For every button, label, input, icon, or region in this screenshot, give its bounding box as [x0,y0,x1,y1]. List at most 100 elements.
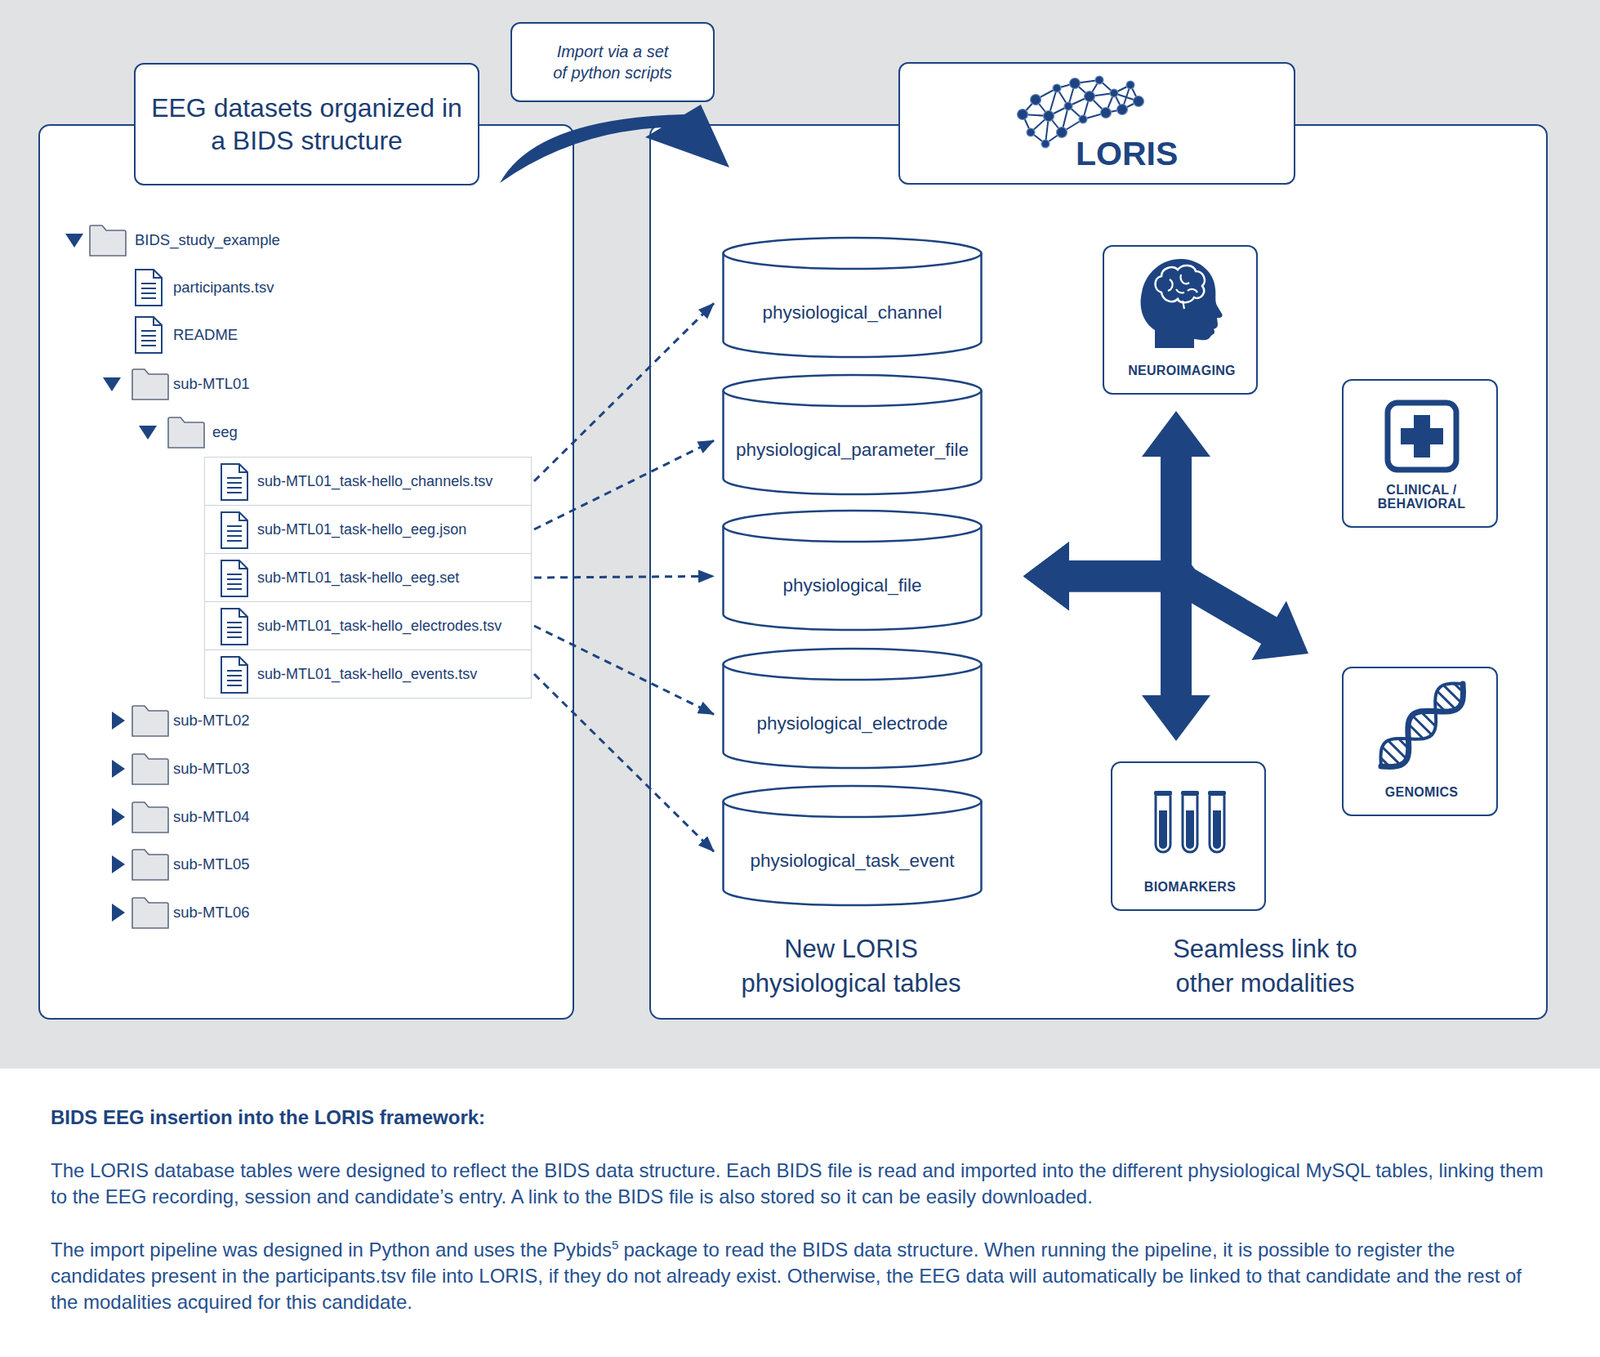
file-box: sub-MTL01_task-hello_channels.tsv [204,456,532,506]
file-name: sub-MTL01_task-hello_electrodes.tsv [257,616,502,635]
file-icon [220,463,249,501]
folder-icon [132,897,169,928]
document-line [227,481,242,484]
text-slot: participants.tsv [173,278,274,297]
tree-toggle [111,711,125,730]
document-fold [239,512,248,521]
text-slot: CLINICAL / BEHAVIORAL [1343,482,1500,512]
heading-box: EEG datasets organized in a BIDS structu… [133,62,480,186]
text-slot: sub-MTL01_task-hello_events.tsv [257,664,477,683]
cylinder-rim [723,664,982,680]
import-flow-arrow [499,104,730,183]
tree-label: sub-MTL01 [173,374,250,393]
brain-outline [1155,265,1205,303]
database-cylinder: physiological_parameter_file [722,374,983,495]
document-line [227,583,242,585]
folder-icon [89,225,126,256]
tube-fluid [1212,810,1222,849]
text-slot: New LORIS physiological tables [720,931,982,1001]
cylinder-body [723,785,982,905]
database-cylinder: physiological_task_event [722,785,983,905]
tree-toggle [111,855,125,874]
note-text: Import via a set of python scripts [551,40,674,84]
network-dot [1078,115,1088,124]
logo-box: LORIS [898,62,1296,185]
cylinder-outline [722,510,983,630]
head-silhouette [1140,258,1223,348]
document-line [141,344,156,347]
tree-toggle [111,807,125,826]
file-box: sub-MTL01_task-hello_electrodes.tsv [204,601,532,651]
document-line [227,539,242,542]
text-slot: eeg [212,423,238,442]
logo-text: LORIS [1075,133,1178,174]
document-line [227,684,242,687]
network-dot [1095,75,1104,85]
network-dot [1084,91,1096,103]
document-line [141,334,156,337]
text-slot: NEUROIMAGING [1104,363,1260,379]
document-line [141,339,156,342]
modality-box: NEUROIMAGING [1102,245,1258,395]
tube-fluid [1185,810,1195,849]
text-slot: physiological_electrode [722,713,983,735]
database-cylinder: physiological_file [722,510,983,630]
tree-label: participants.tsv [173,278,274,297]
table-name: physiological_task_event [749,850,954,872]
cross-frame [1387,402,1457,470]
file-icon [220,655,249,694]
file-box: sub-MTL01_task-hello_eeg.set [204,552,532,602]
document-line [227,669,242,672]
database-cylinder: physiological_channel [722,237,983,357]
tree-toggle [111,759,125,778]
text-slot: Seamless link to other modalities [1150,931,1380,1001]
document-line [227,588,242,590]
cylinder-rim [723,390,982,406]
modality-box: GENOMICS [1341,666,1498,816]
network-dot [1056,127,1068,139]
document-fold [153,316,162,326]
document-line [227,486,242,489]
network-dot [1109,89,1119,98]
link-arrow [1023,541,1211,741]
import-arrow [534,440,714,530]
network-dot [1041,139,1050,148]
cylinder-outline [722,648,983,768]
network-dot [1126,80,1135,90]
tree-label: sub-MTL03 [173,759,250,778]
tube-glass [1155,795,1171,852]
file-name: sub-MTL01_task-hello_events.tsv [257,664,477,683]
text-slot: GENOMICS [1343,784,1500,800]
network-dot [1069,78,1081,90]
document-fold [239,656,248,665]
tree-label: BIDS_study_example [134,231,281,250]
folder-icon [168,417,205,448]
tree-label: sub-MTL05 [173,855,250,874]
document-line [141,329,156,332]
table-name: physiological_file [782,574,922,597]
tree-label: sub-MTL06 [173,903,250,922]
table-name: physiological_parameter_file [735,439,969,461]
dna-strand [1381,683,1464,767]
panel-caption: Seamless link to other modalities [1150,931,1380,1001]
tree-label: README [173,325,238,344]
cylinder-outline [722,237,983,357]
tree-label: sub-MTL02 [173,711,250,730]
file-icon [220,559,249,598]
cylinder-rim [723,801,982,817]
text-slot: LORIS [1075,133,1178,174]
modality-box: CLINICAL / BEHAVIORAL [1341,378,1498,528]
document-line [227,573,242,575]
document-fold [239,463,248,473]
cylinder-body [723,510,982,630]
document-line [227,578,242,580]
document-fold [239,608,248,617]
document-line [227,636,242,638]
tube-fluid [1158,810,1168,849]
modality-label: NEUROIMAGING [1127,363,1236,378]
panel-caption: New LORIS physiological tables [720,931,982,1001]
document-line [227,674,242,677]
text-slot: README [173,325,238,344]
dna-strand [1381,683,1464,767]
